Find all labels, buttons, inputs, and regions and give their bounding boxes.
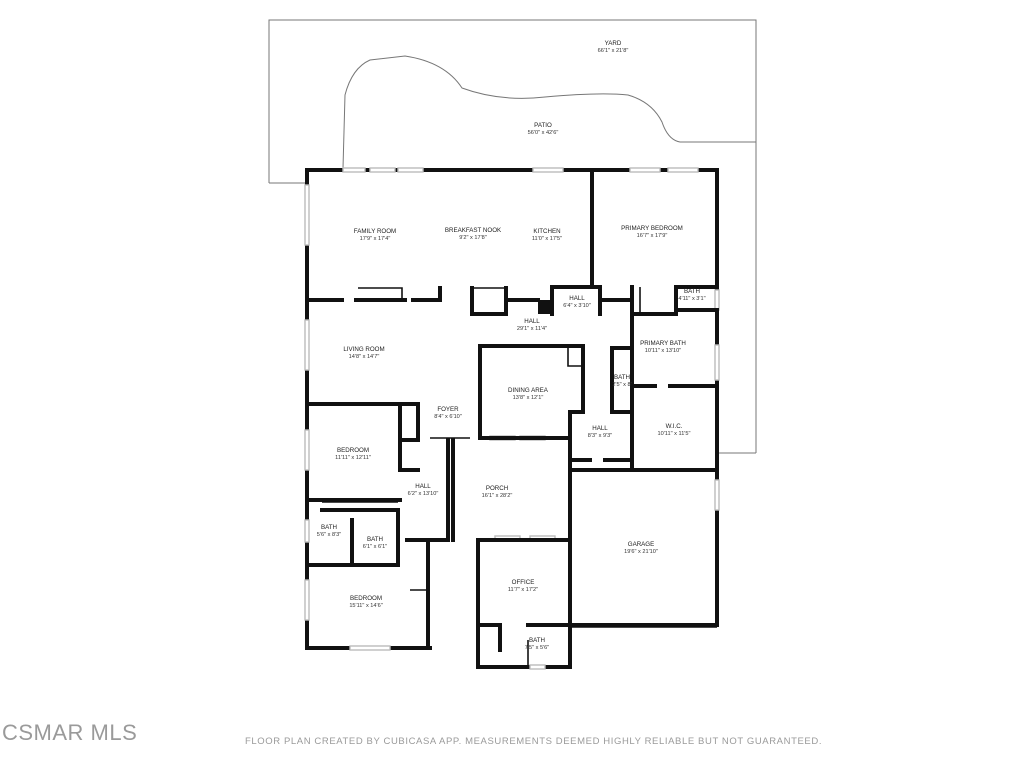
room-dims-bath-2: 2'5" x 8' <box>612 382 631 388</box>
room-dims-family-room: 17'9" x 17'4" <box>360 236 391 242</box>
room-dims-primary-bedroom: 16'7" x 17'9" <box>637 233 668 239</box>
room-name-primary-bath: PRIMARY BATH <box>640 340 686 347</box>
patio-outline <box>342 55 756 169</box>
room-name-bedroom-2: BEDROOM <box>350 595 382 602</box>
room-name-garage: GARAGE <box>628 541 654 548</box>
room-dims-bedroom-2: 15'11" x 14'6" <box>349 603 382 609</box>
room-dims-bath-5: 7'5" x 5'6" <box>525 645 549 651</box>
room-name-bath-3: BATH <box>321 524 337 531</box>
yard-outline <box>268 19 757 454</box>
footer-note: FLOOR PLAN CREATED BY CUBICASA APP. MEAS… <box>245 736 823 747</box>
room-dims-bedroom-1: 11'11" x 12'11" <box>335 455 371 461</box>
room-name-bath-1: BATH <box>684 288 700 295</box>
room-dims-hall-2: 29'1" x 11'4" <box>517 326 547 332</box>
room-name-porch: PORCH <box>486 485 508 492</box>
room-name-primary-bedroom: PRIMARY BEDROOM <box>621 225 683 232</box>
room-dims-dining-area: 13'8" x 12'1" <box>513 395 544 401</box>
room-dims-breakfast-nook: 9'2" x 17'8" <box>459 235 487 241</box>
room-name-office: OFFICE <box>512 579 535 586</box>
room-dims-bath-4: 6'1" x 6'1" <box>363 544 387 550</box>
room-name-bath-5: BATH <box>529 637 545 644</box>
watermark: CSMAR MLS <box>2 720 138 745</box>
room-dims-bath-1: 4'11" x 3'1" <box>678 296 705 302</box>
room-name-dining-area: DINING AREA <box>508 387 549 394</box>
room-name-living-room: LIVING ROOM <box>343 346 384 353</box>
room-dims-porch: 16'1" x 28'2" <box>482 493 513 499</box>
room-name-hall-2: HALL <box>524 318 540 325</box>
room-name-breakfast-nook: BREAKFAST NOOK <box>445 227 502 234</box>
room-name-bedroom-1: BEDROOM <box>337 447 369 454</box>
room-name-hall-1: HALL <box>569 295 585 302</box>
room-name-hall-4: HALL <box>415 483 431 490</box>
room-name-foyer: FOYER <box>437 406 459 413</box>
room-dims-office: 11'7" x 17'2" <box>508 587 538 593</box>
room-name-yard: YARD <box>605 40 622 47</box>
room-dims-hall-1: 6'4" x 3'10" <box>563 303 591 309</box>
room-dims-wic: 10'11" x 11'5" <box>658 431 691 437</box>
room-name-bath-2: BATH <box>614 374 630 381</box>
room-dims-patio: 56'0" x 42'6" <box>528 130 559 136</box>
room-name-wic: W.I.C. <box>666 423 683 430</box>
room-labels: YARD 66'1" x 21'8" PATIO 56'0" x 42'6" F… <box>317 40 706 651</box>
room-dims-foyer: 8'4" x 6'10" <box>434 414 462 420</box>
room-dims-hall-3: 8'3" x 9'3" <box>588 433 612 439</box>
room-name-bath-4: BATH <box>367 536 383 543</box>
room-dims-primary-bath: 10'11" x 13'10" <box>645 348 682 354</box>
room-dims-kitchen: 11'0" x 17'5" <box>532 236 562 242</box>
room-dims-yard: 66'1" x 21'8" <box>598 48 629 54</box>
interior-walls <box>305 168 719 667</box>
windows <box>304 167 720 670</box>
room-name-hall-3: HALL <box>592 425 608 432</box>
room-dims-hall-4: 6'2" x 13'10" <box>408 491 439 497</box>
room-dims-bath-3: 5'6" x 8'3" <box>317 532 341 538</box>
room-name-patio: PATIO <box>534 122 552 129</box>
room-dims-living-room: 14'8" x 14'7" <box>349 354 380 360</box>
room-name-kitchen: KITCHEN <box>533 228 560 235</box>
room-name-family-room: FAMILY ROOM <box>354 228 396 235</box>
room-dims-garage: 19'6" x 21'10" <box>624 549 658 555</box>
